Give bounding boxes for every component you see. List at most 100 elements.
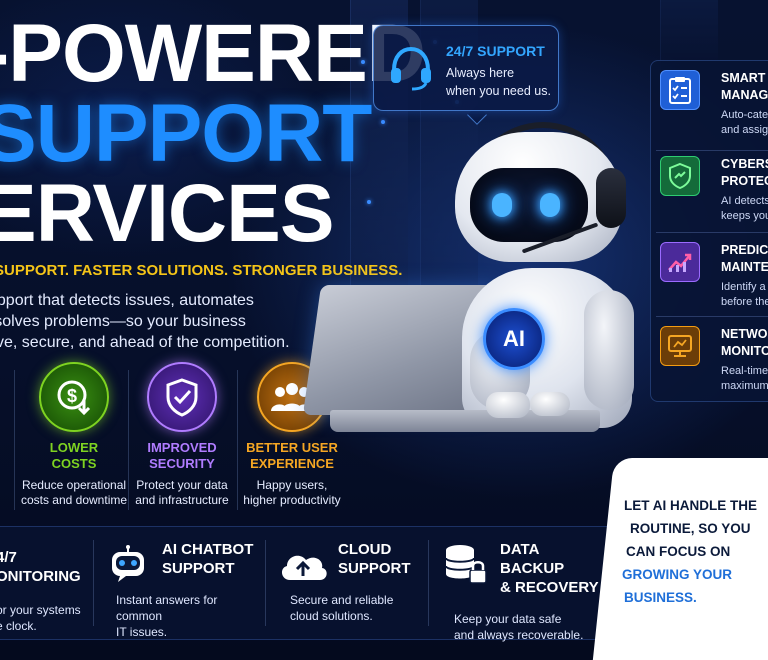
divider: [237, 370, 238, 510]
laptop-base: [330, 410, 600, 432]
cta-line: ROUTINE, SO YOU: [630, 521, 751, 536]
side-item-desc: AI detects: [721, 195, 768, 207]
feature-title: ONITORING: [0, 568, 81, 585]
side-item-desc: Auto-cate: [721, 109, 768, 121]
dollar-down-icon: $: [39, 362, 109, 432]
trend-chart-icon: [660, 242, 700, 282]
feature-title: AI CHATBOT: [162, 541, 254, 558]
benefit-desc: and infrastructure: [135, 493, 229, 507]
bubble-title: 24/7 SUPPORT: [446, 43, 545, 59]
feature-title: SUPPORT: [162, 560, 235, 577]
headset-icon: [386, 42, 436, 92]
feature-title: SUPPORT: [338, 560, 411, 577]
robot-arm: [584, 290, 634, 410]
ai-badge: AI: [483, 308, 545, 370]
robot-hand: [530, 392, 570, 416]
cta-highlight: BUSINESS.: [624, 590, 697, 605]
feature-title: & RECOVERY: [500, 579, 599, 596]
divider: [14, 370, 15, 510]
server-rack: [660, 0, 718, 70]
side-item-title: MAINTE: [721, 260, 768, 274]
side-item-desc: maximum: [721, 380, 768, 392]
cta-text: LET AI HANDLE THE ROUTINE, SO YOU CAN FO…: [620, 494, 768, 609]
robot-hand: [486, 392, 530, 418]
feature-title: 4/7: [0, 549, 17, 566]
divider: [93, 540, 94, 626]
benefit-title: EXPERIENCE: [250, 456, 334, 471]
cta-line: CAN FOCUS ON: [626, 544, 731, 559]
headline-line-1: -POWERED: [0, 8, 426, 99]
description-line: ctive, secure, and ahead of the competit…: [0, 334, 290, 351]
side-item-desc: and assig: [721, 124, 768, 136]
chatbot-icon: [106, 544, 150, 584]
divider: [656, 316, 768, 317]
side-item-title: SMART: [721, 71, 766, 85]
side-item-title: CYBERS: [721, 157, 768, 171]
bubble-line: Always here: [446, 66, 515, 80]
feature-title: DATA BACKUP: [500, 541, 565, 577]
feature-desc: Keep your data safe: [454, 612, 562, 626]
benefit-improved-security: IMPROVED SECURITY Protect your data and …: [127, 362, 237, 508]
description: support that detects issues, automates r…: [0, 290, 320, 353]
headphone-icon: [596, 168, 626, 228]
divider: [128, 370, 129, 510]
feature-title: CLOUD: [338, 541, 392, 558]
benefit-desc: costs and downtime: [20, 493, 128, 507]
divider: [656, 232, 768, 233]
tagline: SUPPORT. FASTER SOLUTIONS. STRONGER BUSI…: [0, 262, 403, 279]
divider: [265, 540, 266, 626]
clipboard-checklist-icon: [660, 70, 700, 110]
cloud-upload-icon: [276, 546, 330, 584]
divider: [656, 150, 768, 151]
benefit-title: COSTS: [51, 456, 97, 471]
side-item-desc: Identify a: [721, 281, 766, 293]
robot-eye: [540, 193, 560, 217]
side-item-desc: Real-time: [721, 365, 768, 377]
feature-desc: and always recoverable.: [454, 628, 584, 642]
support-bubble: 24/7 SUPPORT Always here when you need u…: [373, 25, 559, 111]
feature-desc: Secure and reliable: [290, 593, 394, 607]
database-lock-icon: [442, 542, 490, 588]
feature-ai-chatbot: AI CHATBOT SUPPORT Instant answers for c…: [104, 540, 262, 640]
feature-desc: e clock.: [0, 619, 37, 633]
side-item-title: MANAG: [721, 88, 768, 102]
monitor-network-icon: [660, 326, 700, 366]
benefit-lower-costs: $ LOWER COSTS Reduce operational costs a…: [19, 362, 129, 508]
robot-visor: [470, 168, 588, 242]
feature-desc: IT issues.: [116, 625, 168, 639]
side-item-title: NETWO: [721, 327, 768, 341]
side-item-title: PREDICT: [721, 243, 768, 257]
cta-highlight: GROWING YOUR: [622, 567, 733, 582]
svg-text:$: $: [67, 386, 77, 406]
divider: [428, 540, 429, 626]
feature-data-backup: DATA BACKUP & RECOVERY Keep your data sa…: [442, 540, 602, 643]
benefit-desc: Reduce operational: [21, 478, 127, 492]
benefit-title: BETTER USER: [246, 440, 338, 455]
cta-line: LET AI HANDLE THE: [624, 498, 757, 513]
benefit-desc: Happy users,: [256, 478, 328, 492]
benefit-title: SECURITY: [149, 456, 215, 471]
benefit-desc: higher productivity: [243, 493, 341, 507]
side-item-desc: keeps you: [721, 210, 768, 222]
feature-monitoring: 4/7 ONITORING or your systems e clock.: [0, 540, 88, 634]
headline: -POWERED SUPPORT ERVICES: [0, 8, 426, 259]
description-line: resolves problems—so your business: [0, 313, 246, 330]
benefit-title: LOWER: [49, 440, 99, 455]
feature-desc: or your systems: [0, 603, 81, 617]
side-item-title: PROTEC: [721, 174, 768, 188]
robot-eye: [492, 193, 512, 217]
benefit-desc: Protect your data: [136, 478, 228, 492]
side-item-desc: before the: [721, 296, 768, 308]
feature-desc: cloud solutions.: [290, 609, 373, 623]
feature-bar: [0, 526, 630, 640]
headline-line-3: ERVICES: [0, 168, 335, 259]
feature-cloud-support: CLOUD SUPPORT Secure and reliable cloud …: [276, 540, 426, 624]
side-item-title: MONITO: [721, 344, 768, 358]
benefit-title: IMPROVED: [147, 440, 217, 455]
description-line: support that detects issues, automates: [0, 292, 254, 309]
bubble-line: when you need us.: [446, 84, 551, 98]
feature-desc: Instant answers for common: [116, 593, 218, 623]
shield-check-icon: [147, 362, 217, 432]
shield-icon: [660, 156, 700, 196]
headline-line-2: SUPPORT: [0, 88, 372, 179]
